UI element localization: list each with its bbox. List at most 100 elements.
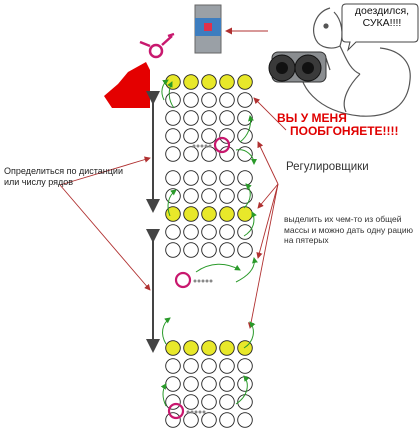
vehicle-circle <box>219 242 235 258</box>
vehicle-circle <box>237 188 253 204</box>
binoculars-icon <box>268 51 327 83</box>
vehicle-circle <box>219 394 235 410</box>
pointer-lines <box>59 97 287 329</box>
shout-line-1: ВЫ У МЕНЯ <box>277 111 347 125</box>
vehicle-circle <box>201 224 217 240</box>
leader-circle <box>165 74 181 90</box>
vehicle-circle <box>165 394 181 410</box>
leader-circle <box>165 340 181 356</box>
vehicle-circle <box>237 394 253 410</box>
trailing-dot <box>198 410 202 414</box>
trailing-dot <box>196 144 200 148</box>
trailing-dot <box>201 279 205 283</box>
vehicle-circle <box>165 188 181 204</box>
vehicle-circle <box>183 412 199 428</box>
vehicle-circle <box>165 412 181 428</box>
vehicle-circle <box>237 146 253 162</box>
leader-circle <box>165 206 181 222</box>
vehicle-circle <box>237 170 253 186</box>
vehicle-circle <box>219 376 235 392</box>
trailing-dot <box>205 279 209 283</box>
leader-circle <box>183 340 199 356</box>
speech-bubble-text: доездился, СУКА!!!! <box>354 5 410 29</box>
trailing-dot <box>208 144 212 148</box>
vehicle-circle <box>165 376 181 392</box>
binoculars-character-icon <box>298 7 411 117</box>
vehicle-circle <box>237 242 253 258</box>
ring-with-dots-icon <box>174 271 192 289</box>
vehicle-circle <box>183 146 199 162</box>
trailing-dot <box>192 144 196 148</box>
vehicle-circle <box>201 188 217 204</box>
leader-circle <box>201 206 217 222</box>
vehicle-circle <box>201 376 217 392</box>
vehicle-circle <box>183 394 199 410</box>
vehicle-circle <box>219 412 235 428</box>
vehicle-circle <box>219 92 235 108</box>
distance-note: Определиться по дистанции или числу рядо… <box>4 166 123 187</box>
leader-circle <box>219 74 235 90</box>
leader-circle <box>219 206 235 222</box>
vehicle-circle <box>183 224 199 240</box>
column-grid <box>165 74 253 428</box>
vehicle-circle <box>165 224 181 240</box>
speech-bubble <box>341 3 419 52</box>
vehicle-circle <box>219 224 235 240</box>
vehicle-circle <box>237 224 253 240</box>
vehicle-circle <box>237 412 253 428</box>
vehicle-circle <box>201 146 217 162</box>
vehicle-circle <box>183 242 199 258</box>
trailing-dot <box>194 410 198 414</box>
vehicle-circle <box>237 376 253 392</box>
vehicle-circle <box>201 412 217 428</box>
leader-circle <box>237 206 253 222</box>
vehicle-circle <box>201 394 217 410</box>
vehicle-circle <box>201 92 217 108</box>
vehicle-circle <box>201 358 217 374</box>
vehicle-circle <box>219 146 235 162</box>
vehicle-circle <box>219 128 235 144</box>
leader-circle <box>201 74 217 90</box>
column-markers <box>167 136 231 420</box>
vehicle-circle <box>237 92 253 108</box>
guide-arrows <box>160 79 258 407</box>
vehicle-circle <box>165 358 181 374</box>
vehicle-circle <box>165 92 181 108</box>
trailing-dot <box>190 410 194 414</box>
leader-circle <box>219 340 235 356</box>
vehicle-circle <box>183 110 199 126</box>
shout-line-2: ПООБГОНЯЕТЕ!!!! <box>290 124 399 138</box>
vehicle-circle <box>165 170 181 186</box>
vehicle-circle <box>219 170 235 186</box>
vehicle-circle <box>201 110 217 126</box>
vehicle-circle <box>183 188 199 204</box>
vehicle-circle <box>201 242 217 258</box>
leader-circle <box>237 74 253 90</box>
vehicle-circle <box>183 376 199 392</box>
leader-circle <box>183 74 199 90</box>
trailing-dot <box>200 144 204 148</box>
vehicle-circle <box>165 110 181 126</box>
vehicle-circle <box>237 128 253 144</box>
red-boot-icon <box>104 62 150 108</box>
vehicle-circle <box>219 188 235 204</box>
vehicle-circle <box>165 242 181 258</box>
vehicle-circle <box>183 170 199 186</box>
vehicle-circle <box>237 358 253 374</box>
vehicle-circle <box>183 358 199 374</box>
trailing-dot <box>193 279 197 283</box>
trailing-dot <box>202 410 206 414</box>
regulators-title: Регулировщики <box>286 161 369 173</box>
leader-circle <box>183 206 199 222</box>
vehicle-circle <box>219 358 235 374</box>
vehicle-circle <box>165 128 181 144</box>
ring-with-dots-icon <box>213 136 231 154</box>
trailing-dot <box>204 144 208 148</box>
vehicle-circle <box>201 128 217 144</box>
trailing-dot <box>197 279 201 283</box>
vehicle-circle <box>165 146 181 162</box>
leader-circle <box>201 340 217 356</box>
vehicle-circle <box>201 170 217 186</box>
trailing-dot <box>209 279 213 283</box>
